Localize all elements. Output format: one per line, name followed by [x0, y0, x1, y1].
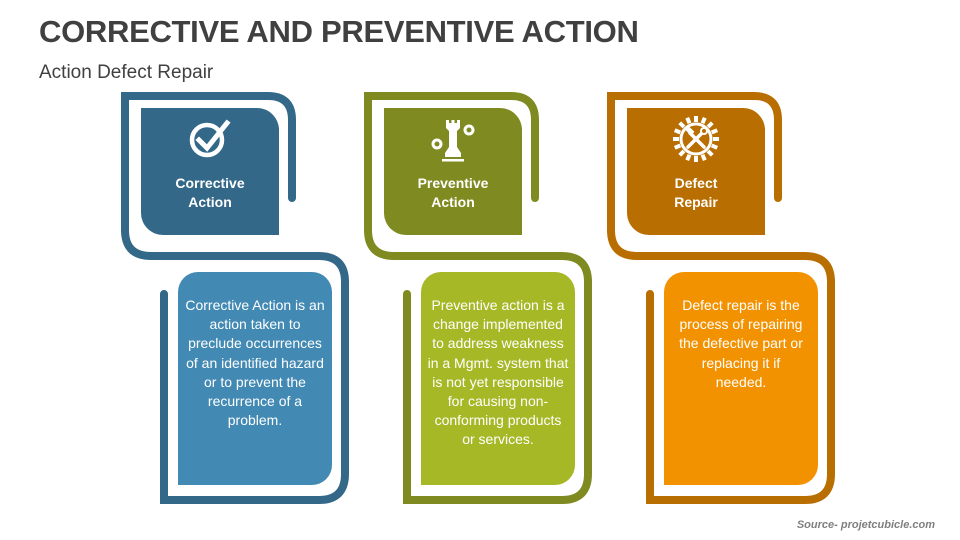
card-header-box: Corrective Action — [141, 108, 279, 235]
card-frame — [364, 92, 592, 504]
source-credit: Source- projetcubicle.com — [796, 519, 935, 531]
check-circle-icon — [189, 119, 231, 158]
card-description: Corrective Action is an action taken to … — [185, 297, 325, 429]
card-header-box: Preventive Action — [384, 108, 522, 235]
card-description-box: Corrective Action is an action taken to … — [178, 272, 332, 485]
card-description: Defect repair is the process of repairin… — [679, 297, 803, 390]
card-header-box: Defect Repair — [627, 108, 765, 235]
card-frame — [121, 92, 349, 504]
card-corrective-action: Corrective Action Corrective Action is a… — [119, 0, 369, 540]
card-description-box: Defect repair is the process of repairin… — [664, 272, 818, 485]
card-frame — [607, 92, 835, 504]
card-preventive-action: Preventive Action Preventive action is a… — [362, 0, 612, 540]
card-description-box: Preventive action is a change implemente… — [421, 272, 575, 485]
card-title: Preventive Action — [417, 175, 489, 210]
page-subtitle: Action Defect Repair — [39, 62, 214, 83]
card-description: Preventive action is a change implemente… — [427, 297, 569, 448]
gear-wrench-hammer-icon — [673, 116, 719, 162]
page-title: CORRECTIVE AND PREVENTIVE ACTION — [39, 14, 639, 49]
card-title: Defect Repair — [674, 175, 718, 210]
card-defect-repair: Defect Repair Defect repair is the proce… — [605, 0, 855, 540]
card-title: Corrective Action — [175, 175, 245, 210]
chess-rook-gears-icon — [431, 120, 475, 162]
